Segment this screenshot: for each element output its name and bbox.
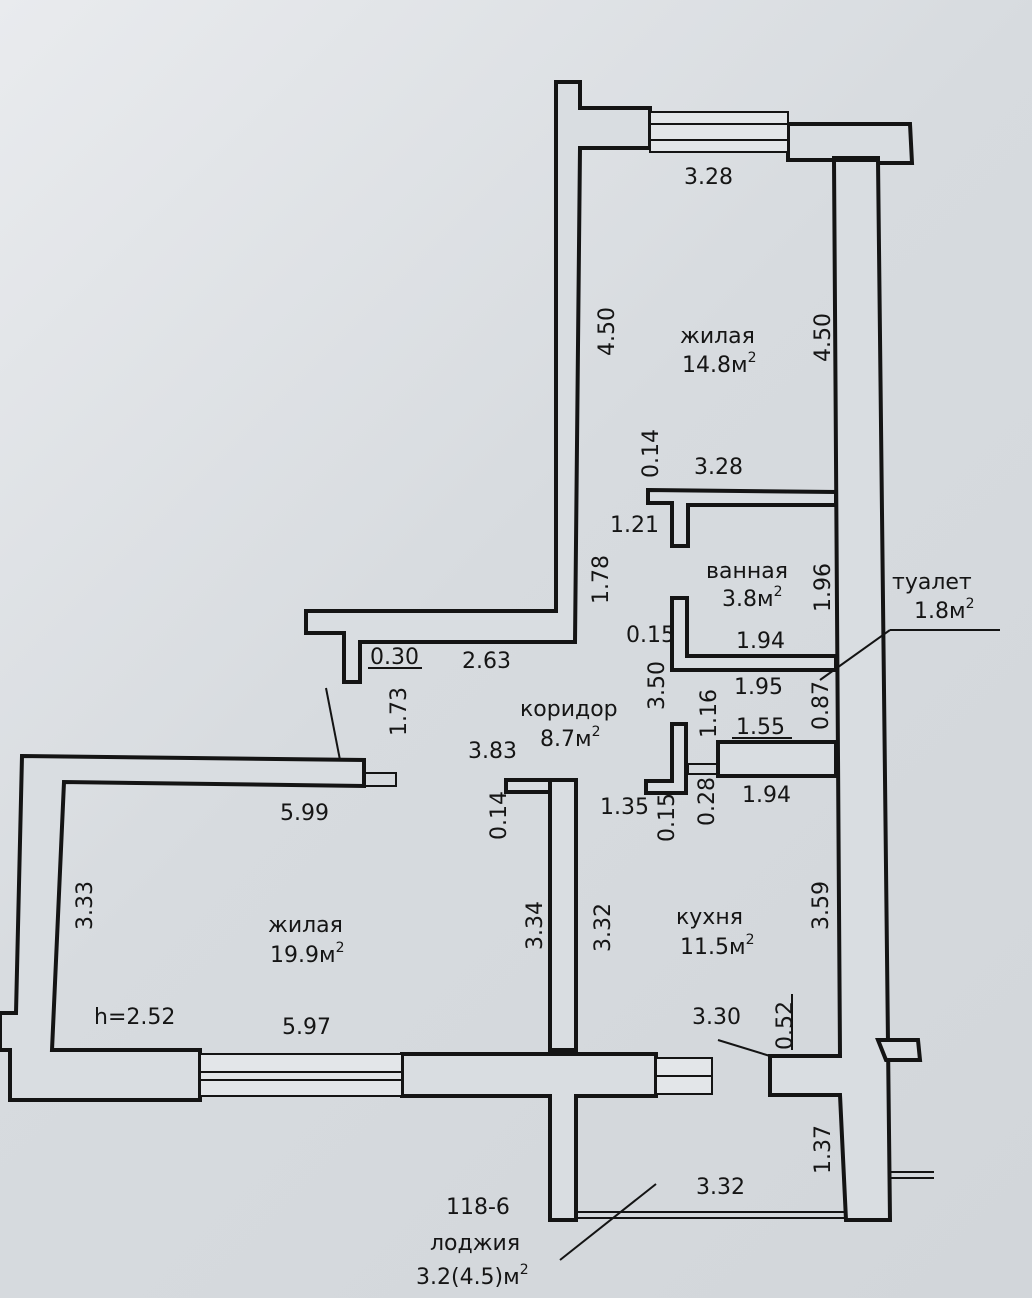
room-area-toilet: 1.8м2 [914, 596, 975, 624]
dim-wall-thickness-3: 0.15 [655, 793, 680, 842]
room-name-toilet: туалет [892, 570, 972, 595]
dim-entry-height: 1.73 [387, 687, 412, 736]
window-left [199, 1053, 403, 1097]
dim-toilet-width-top: 1.95 [734, 675, 783, 700]
room-name-corridor: коридор [520, 697, 618, 722]
door-stub-left [363, 772, 397, 787]
dim-top-room-left-height: 4.50 [595, 307, 620, 356]
dim-toilet-width: 1.55 [736, 715, 785, 740]
dim-kitchen-left-height: 3.32 [591, 903, 616, 952]
dim-corridor-lower-width: 3.83 [468, 739, 517, 764]
loggia-leader [559, 1183, 657, 1261]
wall-toilet-left [644, 722, 688, 795]
wall-right-exterior [768, 158, 893, 1222]
dim-kitchen-step: 0.52 [773, 1001, 798, 1050]
dim-left-room-left-height: 3.33 [73, 881, 98, 930]
room-name-living-top: жилая [680, 324, 755, 349]
loggia-code: 118-6 [446, 1195, 510, 1220]
dim-top-room-width: 3.28 [684, 165, 733, 190]
dim-left-room-bottom-width: 5.97 [282, 1015, 331, 1040]
wall-middle-stub [504, 778, 552, 794]
room-name-living-left: жилая [268, 913, 343, 938]
dim-wall-thickness-1: 0.14 [639, 429, 664, 478]
wall-upper-left [304, 80, 652, 684]
dim-small-wall-1: 1.21 [610, 513, 659, 538]
dim-top-room-right-height: 4.50 [811, 313, 836, 362]
wall-bottom [400, 1052, 658, 1222]
wall-middle [548, 778, 578, 1052]
dim-toilet-door: 1.16 [697, 689, 722, 738]
toilet-door-stub [687, 763, 719, 775]
dim-kitchen-right-height: 3.59 [809, 881, 834, 930]
dim-bath-height: 1.96 [811, 563, 836, 612]
room-name-bathroom: ванная [706, 559, 788, 584]
dim-top-room-bottom-width: 3.28 [694, 455, 743, 480]
dim-loggia-width: 3.32 [696, 1175, 745, 1200]
dim-left-room-top-width: 5.99 [280, 801, 329, 826]
dim-corridor-height: 3.50 [645, 661, 670, 710]
room-area-corridor: 8.7м2 [540, 724, 601, 752]
window-top [649, 111, 789, 153]
room-area-kitchen: 11.5м2 [680, 932, 755, 960]
ceiling-height: h=2.52 [94, 1005, 175, 1030]
room-area-bathroom: 3.8м2 [722, 584, 783, 612]
dim-wall-thickness-4: 0.28 [695, 777, 720, 826]
room-name-loggia: лоджия [430, 1231, 520, 1256]
toilet-leader [819, 629, 891, 681]
dim-corridor-width-top: 2.63 [462, 649, 511, 674]
wall-bath-top [646, 487, 838, 548]
dim-bath-width: 1.94 [736, 629, 785, 654]
dim-left-room-right-height: 3.34 [523, 901, 548, 950]
dim-corridor-upper-height: 1.78 [589, 555, 614, 604]
dim-niche: 0.30 [370, 645, 419, 670]
wall-right-notch [875, 1038, 923, 1062]
dim-wall-thickness-2: 0.14 [487, 791, 512, 840]
wall-left-room [0, 753, 366, 1102]
room-name-kitchen: кухня [676, 905, 743, 930]
dim-kitchen-top-width: 1.94 [742, 783, 791, 808]
wall-top-right [786, 122, 915, 165]
dim-bath-wall: 0.15 [626, 623, 675, 648]
dim-small-wall-2: 1.35 [600, 795, 649, 820]
kitchen-leader [717, 1039, 771, 1057]
room-area-living-top: 14.8м2 [682, 350, 757, 378]
dim-kitchen-bottom-width: 3.30 [692, 1005, 741, 1030]
room-area-living-left: 19.9м2 [270, 940, 345, 968]
entry-door [325, 687, 341, 761]
dim-toilet-height: 0.87 [809, 681, 834, 730]
wall-toilet-bottom [716, 740, 838, 778]
dim-loggia-height: 1.37 [811, 1125, 836, 1174]
room-area-loggia: 3.2(4.5)м2 [416, 1262, 529, 1290]
wall-bath-left [670, 596, 838, 672]
